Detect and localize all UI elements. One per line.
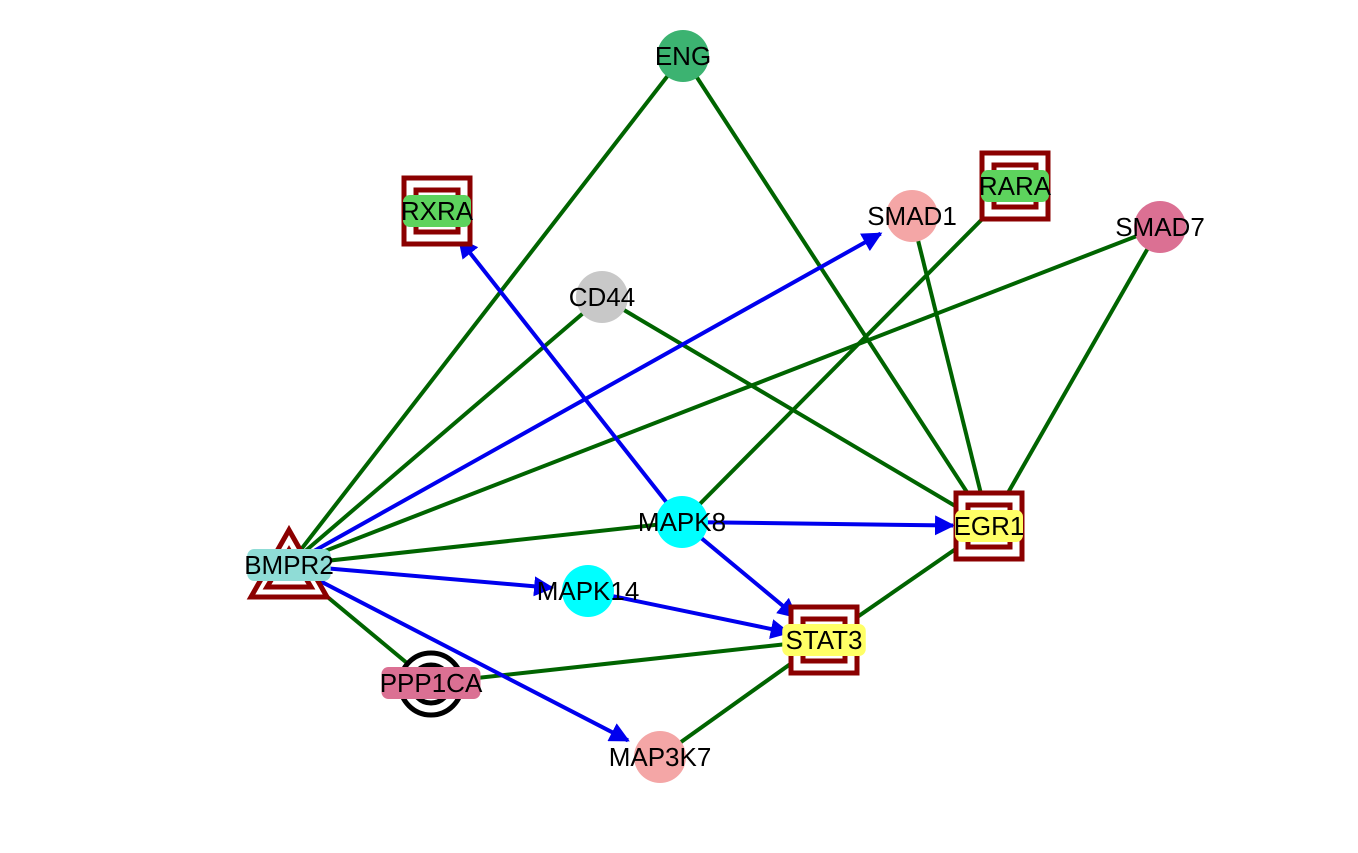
node-smad1[interactable]: SMAD1 bbox=[867, 190, 957, 242]
node-bmpr2[interactable]: BMPR2 bbox=[244, 524, 334, 600]
edge-cd44-egr1 bbox=[600, 295, 991, 528]
edge-eng-egr1 bbox=[681, 54, 991, 528]
edge-bmpr2-mapk8 bbox=[288, 520, 683, 567]
node-rxra[interactable]: RXRA bbox=[401, 175, 474, 247]
node-eng[interactable]: ENG bbox=[655, 30, 711, 82]
node-label: STAT3 bbox=[785, 625, 862, 655]
node-stat3[interactable]: STAT3 bbox=[782, 604, 866, 676]
edge-smad7-egr1 bbox=[987, 226, 1162, 527]
node-label: MAPK14 bbox=[537, 576, 640, 606]
node-label: CD44 bbox=[569, 282, 635, 312]
node-label: MAP3K7 bbox=[609, 742, 712, 772]
edge-mapk8-rxra bbox=[457, 237, 672, 508]
node-ppp1ca[interactable]: PPP1CA bbox=[380, 650, 483, 718]
node-egr1[interactable]: EGR1 bbox=[953, 490, 1025, 562]
edge-smad1-egr1 bbox=[910, 215, 991, 527]
node-label-background bbox=[981, 170, 1049, 202]
node-rara[interactable]: RARA bbox=[979, 150, 1052, 222]
node-label: ENG bbox=[655, 41, 711, 71]
edge-bmpr2-smad1 bbox=[305, 231, 883, 557]
node-label-background bbox=[782, 624, 866, 656]
node-circle bbox=[634, 731, 686, 783]
edge-bmpr2-eng bbox=[287, 54, 685, 567]
node-label: MAPK8 bbox=[638, 507, 726, 537]
node-mapk14[interactable]: MAPK14 bbox=[537, 565, 640, 617]
node-circle bbox=[1134, 201, 1186, 253]
node-label: RARA bbox=[979, 171, 1052, 201]
node-label-background bbox=[247, 549, 331, 581]
node-label: EGR1 bbox=[954, 511, 1025, 541]
node-label: PPP1CA bbox=[380, 668, 483, 698]
edge-ppp1ca-stat3 bbox=[430, 638, 825, 685]
edge-rara-mapk8 bbox=[680, 184, 1017, 524]
node-cd44[interactable]: CD44 bbox=[569, 271, 635, 323]
edge-bmpr2-smad7 bbox=[288, 225, 1161, 567]
node-circle bbox=[656, 496, 708, 548]
edge-mapk14-stat3 bbox=[607, 593, 791, 639]
node-circle bbox=[562, 565, 614, 617]
edge-bmpr2-mapk14 bbox=[308, 564, 555, 597]
node-label-background bbox=[403, 195, 471, 227]
node-circle bbox=[657, 30, 709, 82]
edge-bmpr2-cd44 bbox=[287, 295, 604, 567]
node-label: SMAD7 bbox=[1115, 212, 1205, 242]
edge-mapk8-stat3 bbox=[696, 533, 798, 619]
node-mapk8[interactable]: MAPK8 bbox=[638, 496, 726, 548]
node-label: RXRA bbox=[401, 196, 474, 226]
node-circle bbox=[576, 271, 628, 323]
node-label: SMAD1 bbox=[867, 201, 957, 231]
node-smad7[interactable]: SMAD7 bbox=[1115, 201, 1205, 253]
node-label-background bbox=[381, 667, 481, 699]
edge-mapk8-egr1 bbox=[701, 515, 956, 536]
node-label: BMPR2 bbox=[244, 550, 334, 580]
node-map3k7[interactable]: MAP3K7 bbox=[609, 731, 712, 783]
node-circle bbox=[886, 190, 938, 242]
edge-bmpr2-map3k7 bbox=[305, 572, 630, 743]
node-label-background bbox=[955, 510, 1023, 542]
